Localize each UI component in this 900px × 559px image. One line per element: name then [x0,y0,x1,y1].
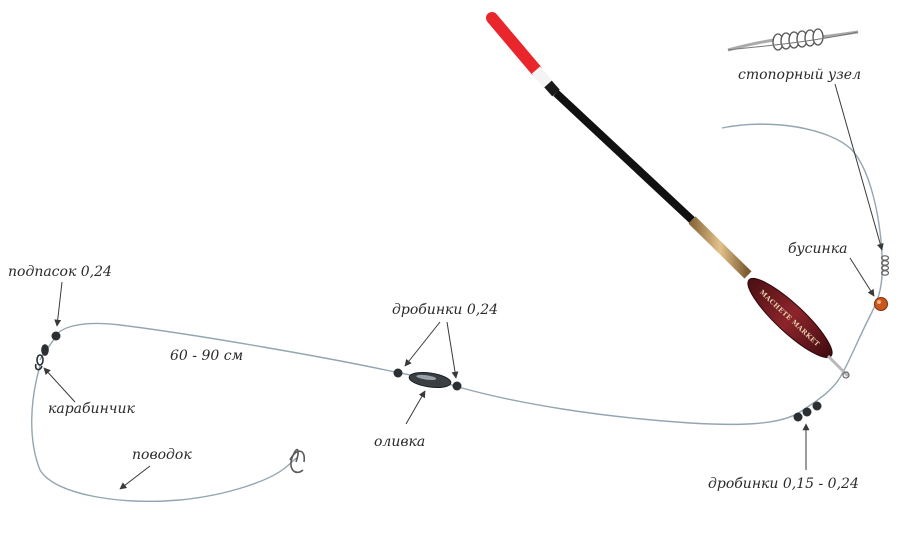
arrow-olive [405,390,426,425]
line-knot-icon [880,255,890,276]
bead-icon [874,297,888,311]
swivel-icon [34,344,49,371]
shot-icon [802,407,812,417]
label-feed-shot: подпасок 0,24 [8,264,112,280]
shot-icon [793,412,803,422]
label-bead: бусинка [788,241,847,257]
arrow-shot-right [446,321,459,379]
arrow-leader [119,465,151,490]
label-stopper-knot: стопорный узел [738,67,861,83]
label-shots-middle: дробинки 0,24 [392,302,498,318]
bottom-shots [793,401,822,422]
main-line-upper [721,123,884,373]
label-length: 60 - 90 см [170,348,243,364]
olive-assembly [393,368,462,391]
arrow-stopper-knot [834,83,884,251]
label-swivel: карабинчик [48,401,136,417]
main-line-lower [39,322,844,426]
label-olive: оливка [374,434,425,450]
arrow-bead [849,257,875,297]
shot-icon [812,401,822,411]
hook-icon [289,448,306,474]
leader-line [31,365,298,502]
shot-icon [393,368,403,378]
stopper-knot-icon [727,28,859,52]
arrow-shot-left [404,321,441,367]
label-leader: поводок [132,447,192,463]
feed-shot-icon [51,331,61,341]
label-shots-bottom: дробинки 0,15 - 0,24 [708,476,859,492]
arrow-feed-shot [54,281,63,327]
float-brand-text: MACHETE MARKET [758,288,821,348]
olive-weight-icon [408,371,452,389]
arrow-swivel [43,367,76,403]
shot-icon [452,381,462,391]
bead-highlight [877,300,881,304]
